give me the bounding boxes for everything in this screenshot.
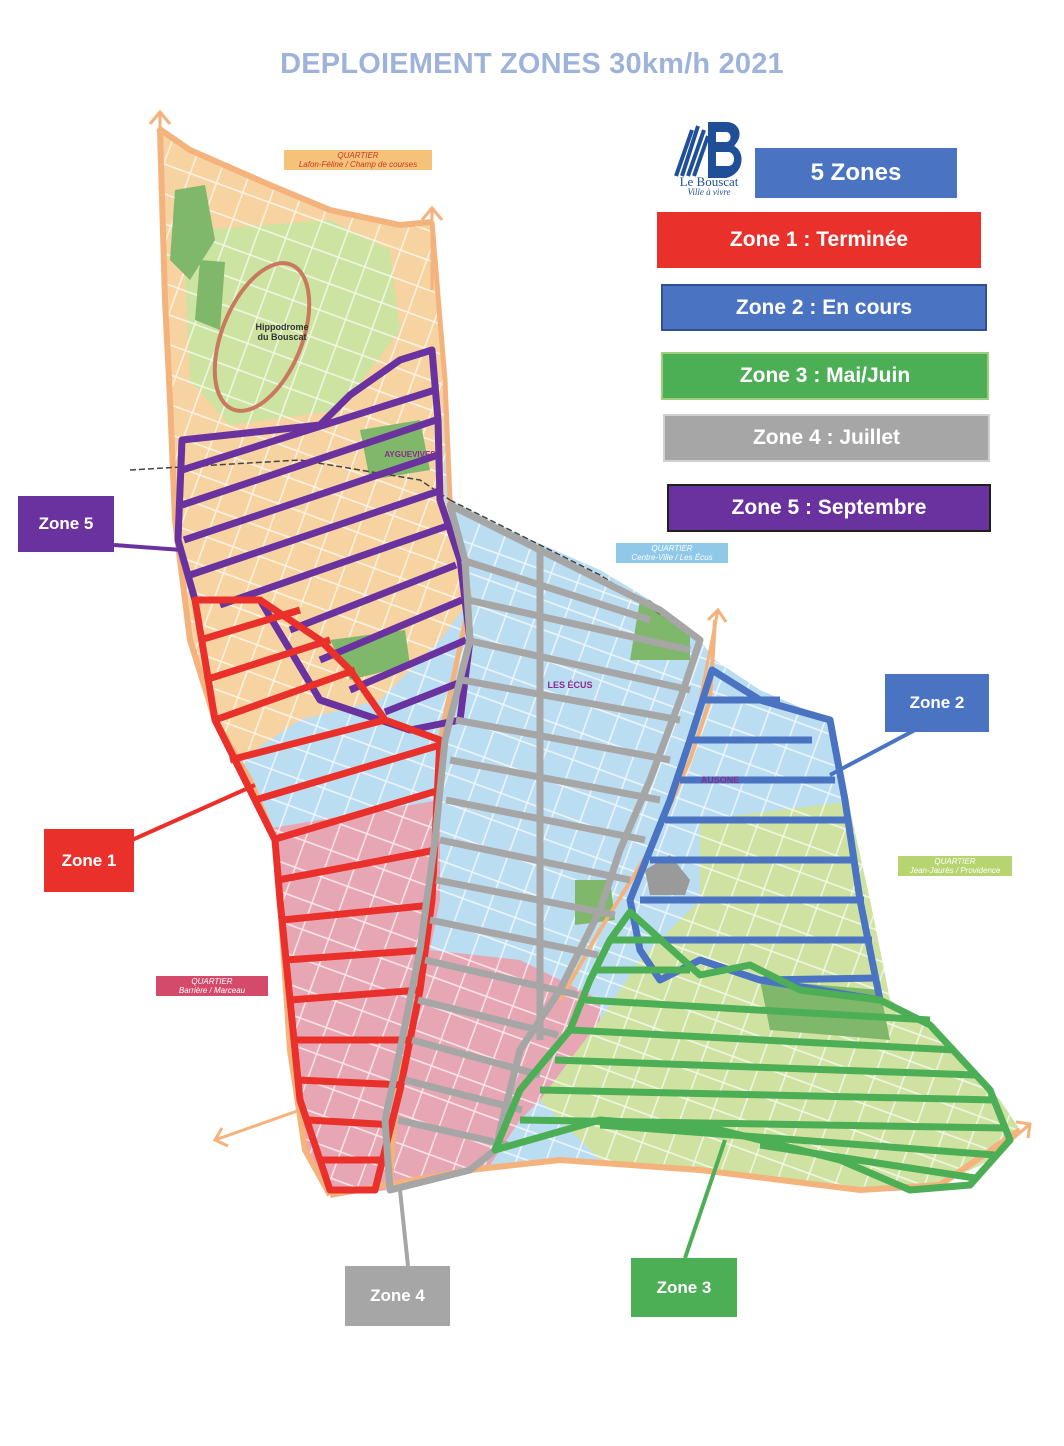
ausone-label: AUSONE <box>700 775 740 785</box>
callout-zone-5: Zone 5 <box>18 496 114 552</box>
quartier-jean-kind: QUARTIER <box>934 857 976 866</box>
quartier-centre-kind: QUARTIER <box>651 544 693 553</box>
quartier-barriere-name: Barrière / Marceau <box>178 986 246 995</box>
legend-zone-3: Zone 3 : Mai/Juin <box>661 352 989 400</box>
aygueys-label: AYGUEVIVES <box>384 450 436 459</box>
zone-4-leader <box>398 1189 410 1267</box>
logo-name: Le Bouscat <box>679 174 739 189</box>
arrow-north <box>148 109 172 190</box>
hippodrome-track <box>212 261 312 413</box>
legend-zone-4: Zone 4 : Juillet <box>663 414 990 462</box>
quartier-lafon-label: QUARTIER Lafon-Féline / Champ de courses <box>284 150 432 170</box>
zone-4-area <box>381 501 704 1194</box>
hippodrome-label: Hippodrome du Bouscat <box>255 322 309 342</box>
zone-2-leader <box>829 728 916 777</box>
quartier-jean-name: Jean-Jaurès / Providence <box>909 866 1001 875</box>
quartier-centre-label: QUARTIER Centre-Ville / Les Écus <box>616 543 728 563</box>
page-title: DEPLOIEMENT ZONES 30km/h 2021 <box>280 48 784 80</box>
legend-header: 5 Zones <box>755 148 957 198</box>
quartier-barriere-label: QUARTIER Barrière / Marceau <box>156 976 268 996</box>
zone-3-leader <box>683 1139 727 1259</box>
zone-1-leader <box>131 783 256 842</box>
zone-5-leader <box>113 543 183 552</box>
logo-text: Le Bouscat Ville à vivre <box>668 174 750 198</box>
arrow-east <box>698 607 728 701</box>
legend-zone-2: Zone 2 : En cours <box>661 284 987 331</box>
quartier-lafon-kind: QUARTIER <box>337 151 379 160</box>
quartier-barriere-kind: QUARTIER <box>191 977 233 986</box>
quartier-jean-label: QUARTIER Jean-Jaurès / Providence <box>898 856 1012 876</box>
arrow-north-east <box>420 205 444 290</box>
legend-zone-5: Zone 5 : Septembre <box>667 484 991 532</box>
le-bouscat-logo <box>674 122 742 178</box>
legend-zone-1: Zone 1 : Terminée <box>657 212 981 268</box>
zone-2-area <box>626 666 884 1004</box>
callout-zone-3: Zone 3 <box>631 1258 737 1317</box>
callout-zone-2: Zone 2 <box>885 674 989 732</box>
quartier-centre-name: Centre-Ville / Les Écus <box>631 553 713 562</box>
industrial-area <box>645 855 690 895</box>
quartier-lafon-name: Lafon-Féline / Champ de courses <box>298 160 418 169</box>
zone-3-area <box>491 908 1014 1194</box>
arrow-south-west <box>212 1108 301 1148</box>
avenue-hippodrome <box>156 125 433 229</box>
logo-tagline: Ville à vivre <box>687 187 731 197</box>
les-ecus-label: LES ÉCUS <box>547 680 593 690</box>
callout-zone-4: Zone 4 <box>345 1266 450 1326</box>
callout-zone-1: Zone 1 <box>44 829 134 892</box>
